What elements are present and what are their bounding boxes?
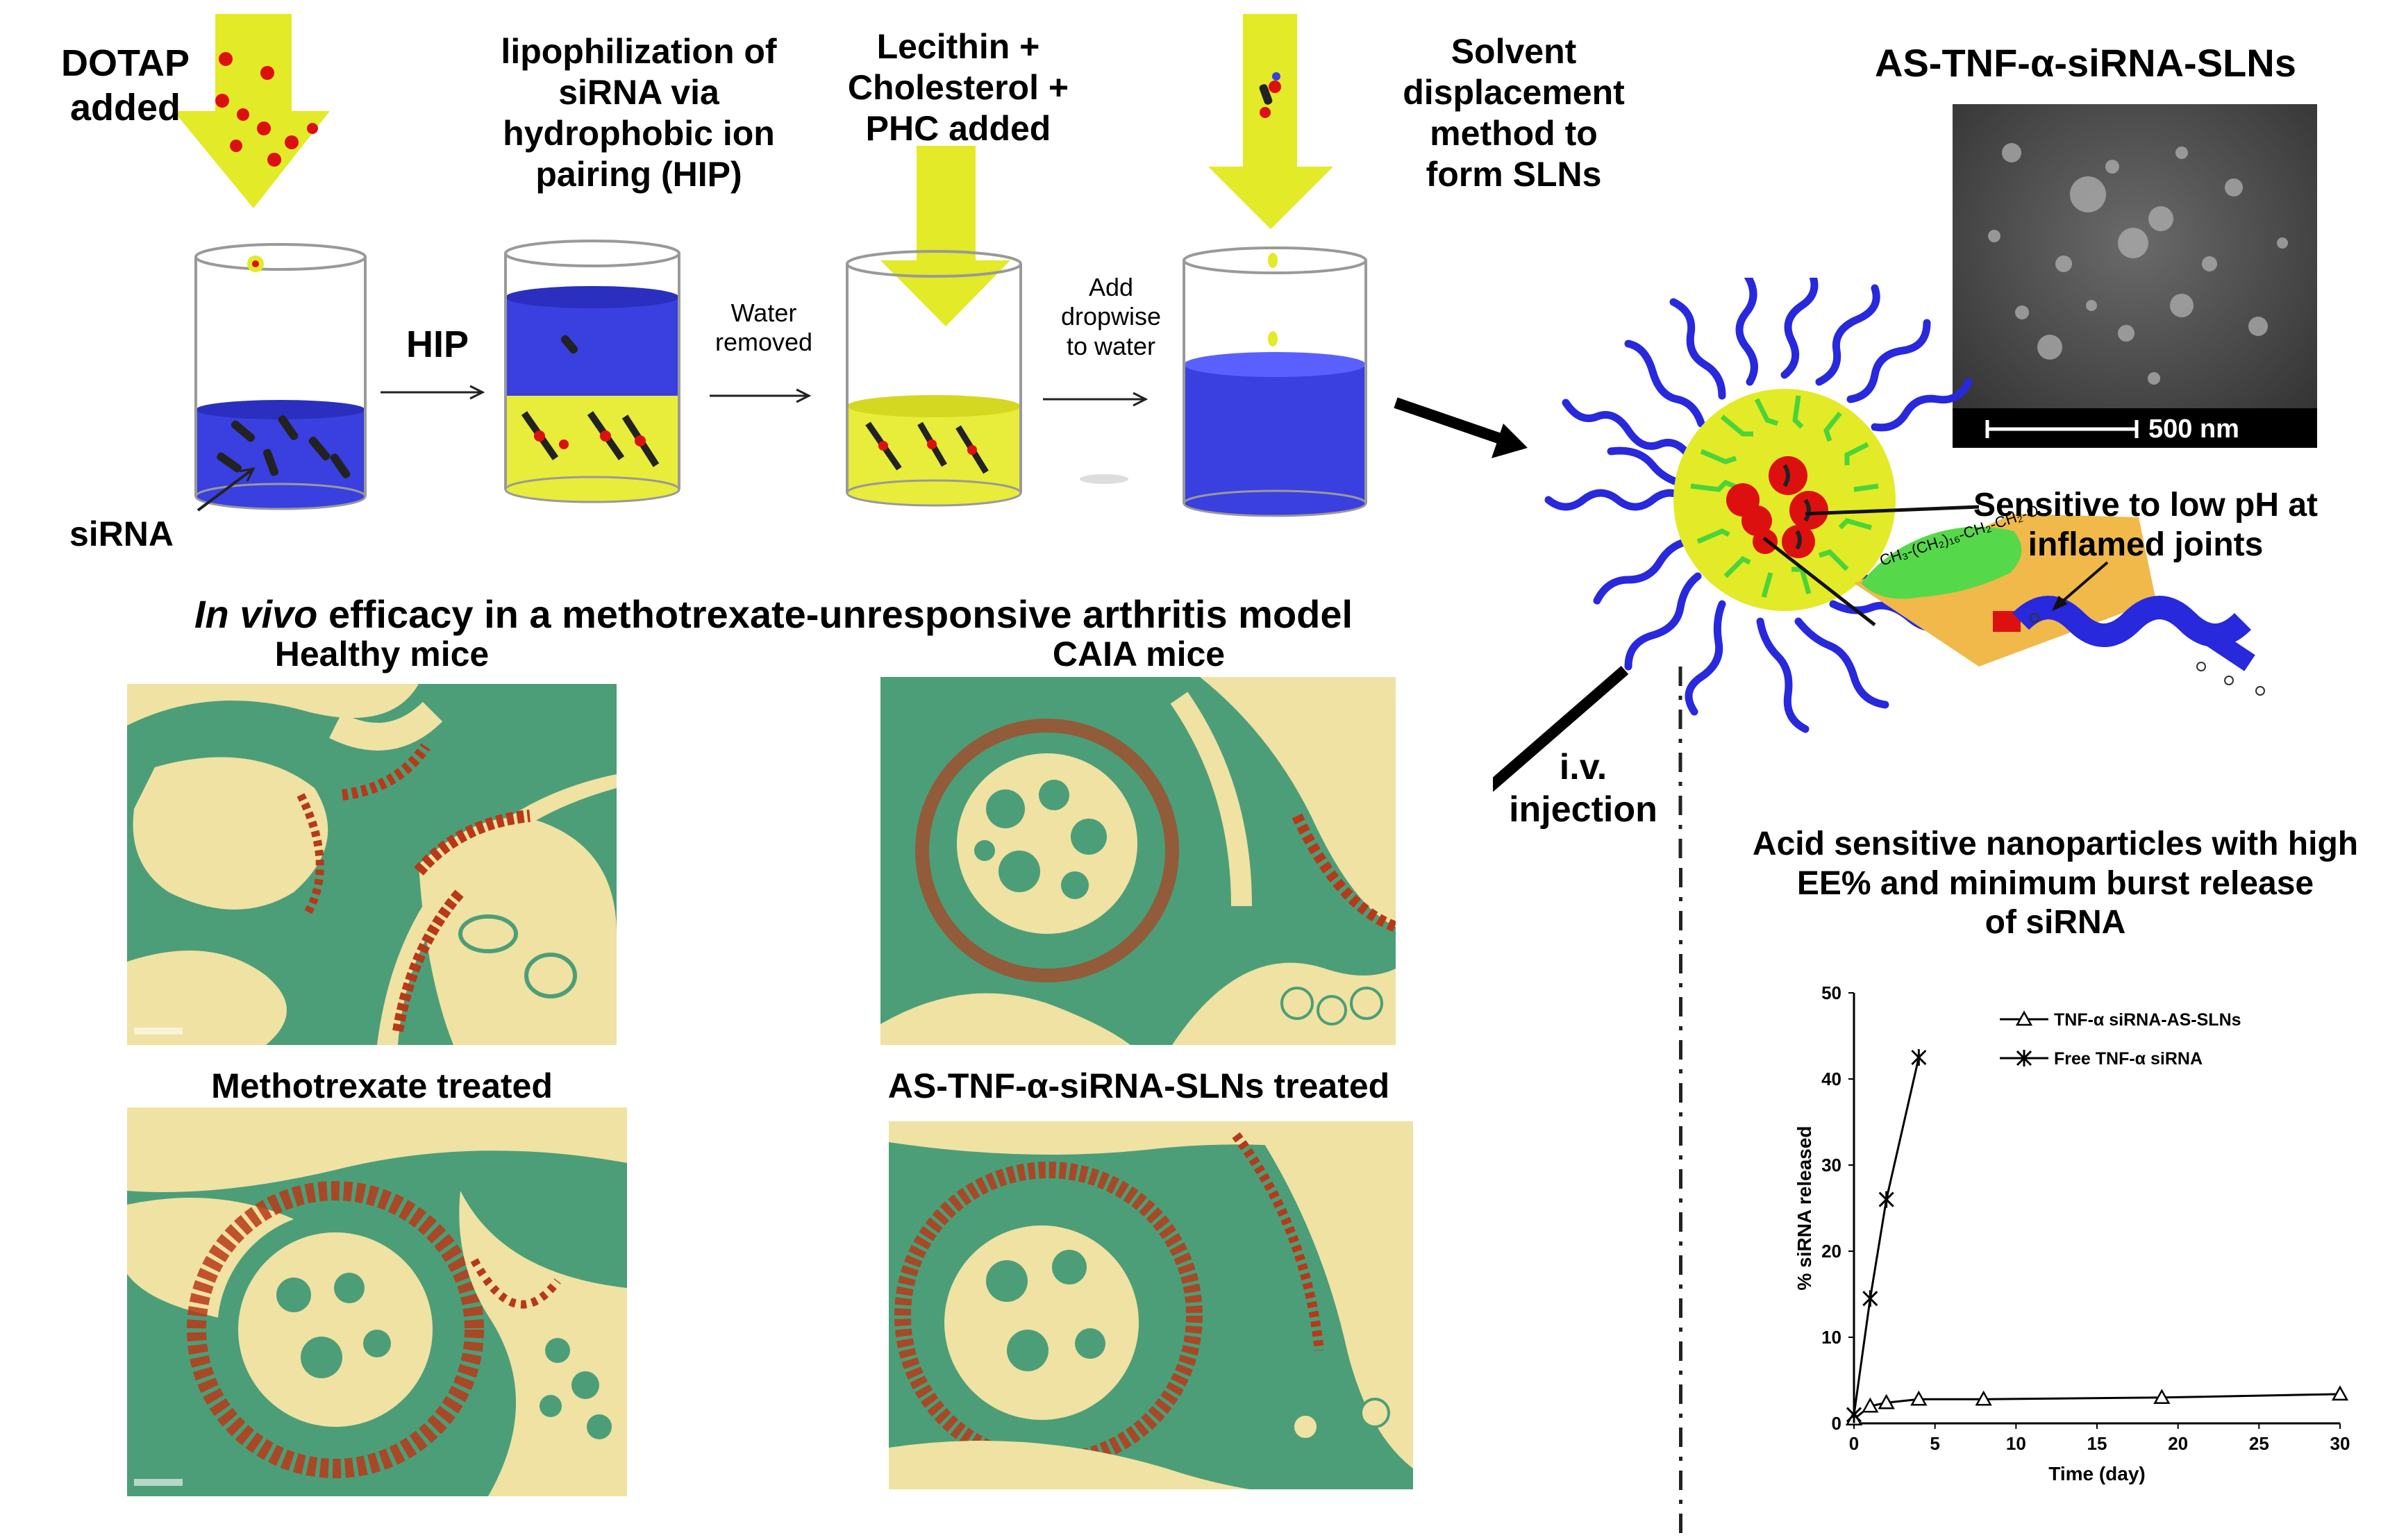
panel-title-caia: CAIA mice xyxy=(1052,635,1226,673)
x-tick-label: 20 xyxy=(2168,1433,2188,1454)
histology-sln-treated xyxy=(889,1121,1413,1489)
histology-methotrexate xyxy=(127,1107,627,1496)
x-tick-label: 25 xyxy=(2249,1433,2269,1454)
x-tick-label: 15 xyxy=(2087,1433,2107,1454)
tem-scale-label: 500 nm xyxy=(2148,415,2239,444)
tem-image: 500 nm xyxy=(1953,104,2317,448)
y-tick-label: 50 xyxy=(1821,982,1841,1003)
panel-title-healthy: Healthy mice xyxy=(274,635,490,673)
label-injection: i.v. injection xyxy=(1509,747,1657,830)
x-tick-label: 10 xyxy=(2006,1433,2026,1454)
x-axis-label: Time (day) xyxy=(2048,1463,2146,1484)
label-lecithin: Lecithin + Cholesterol + PHC added xyxy=(847,27,1069,148)
x-tick-label: 30 xyxy=(2330,1433,2350,1454)
dotap-arrow xyxy=(174,14,330,208)
panel-title-sln-treated: AS-TNF-α-siRNA-SLNs treated xyxy=(887,1066,1390,1105)
histology-healthy xyxy=(127,684,617,1045)
series-1-point xyxy=(1975,1390,1992,1406)
label-hip: HIP xyxy=(406,324,469,365)
lecithin-arrow xyxy=(880,146,1010,326)
y-tick-label: 20 xyxy=(1821,1241,1841,1262)
y-tick-label: 0 xyxy=(1832,1413,1841,1434)
legend-marker-1 xyxy=(2015,1010,2033,1026)
release-caption: Acid sensitive nanoparticles with high E… xyxy=(1752,826,2359,941)
y-axis-label: % siRNA released xyxy=(1794,1125,1815,1290)
molecule-detail: CH₃-(CH₂)₁₆-CH₂-CH₂-O xyxy=(1854,501,2265,696)
beaker-4 xyxy=(1183,246,1367,517)
series-1-point xyxy=(1910,1390,1928,1406)
label-water-removed: Water removed xyxy=(715,299,813,357)
series-1-point xyxy=(1878,1393,1895,1409)
invivo-heading: In vivo efficacy in a methotrexate-unres… xyxy=(194,592,1353,637)
label-dotap: DOTAP added xyxy=(61,42,190,128)
series-2-point xyxy=(1911,1049,1927,1066)
series-2-point xyxy=(1862,1290,1878,1307)
label-lipophilization: lipophilization of siRNA via hydrophobic… xyxy=(501,32,777,194)
series-1-point xyxy=(2331,1385,2349,1401)
invivo-heading-italic: In vivo xyxy=(194,592,318,636)
tem-title: AS-TNF-α-siRNA-SLNs xyxy=(1875,41,2296,85)
process-diagram xyxy=(174,14,1528,517)
vertical-separator xyxy=(1679,868,1682,1540)
label-solvent: Solvent displacement method to form SLNs xyxy=(1403,32,1625,194)
beaker-2 xyxy=(504,240,680,503)
invivo-heading-rest: efficacy in a methotrexate-unresponsive … xyxy=(317,592,1353,636)
series-1-point xyxy=(2153,1389,2171,1405)
y-tick-label: 30 xyxy=(1821,1155,1841,1175)
x-tick-label: 0 xyxy=(1849,1433,1859,1454)
solvent-arrow xyxy=(1208,14,1333,229)
legend-label-2: Free TNF-α siRNA xyxy=(2054,1049,2203,1069)
legend-label-1: TNF-α siRNA-AS-SLNs xyxy=(2054,1010,2241,1030)
series-line-2 xyxy=(1853,1057,1920,1415)
label-add-dropwise: Add dropwise to water xyxy=(1060,273,1162,360)
histology-caia xyxy=(880,677,1396,1045)
series-2-point xyxy=(1846,1406,1862,1423)
series-2-point xyxy=(1878,1191,1894,1208)
label-sirna: siRNA xyxy=(69,514,174,553)
series-1-point xyxy=(1862,1397,1879,1413)
beaker-3 xyxy=(846,250,1022,507)
y-tick-label: 10 xyxy=(1821,1327,1841,1348)
panel-title-methotrexate: Methotrexate treated xyxy=(211,1066,553,1105)
y-tick-label: 40 xyxy=(1821,1069,1841,1089)
label-sensitive: Sensitive to low pH at inflamed joints xyxy=(1973,487,2319,563)
series-line-1 xyxy=(1853,1393,2341,1420)
legend-marker-2 xyxy=(2016,1050,2032,1066)
nanoparticle-diagram: CH₃-(CH₂)₁₆-CH₂-CH₂-O xyxy=(1493,278,2265,868)
beaker-1 xyxy=(194,243,367,512)
x-tick-label: 5 xyxy=(1930,1433,1939,1454)
